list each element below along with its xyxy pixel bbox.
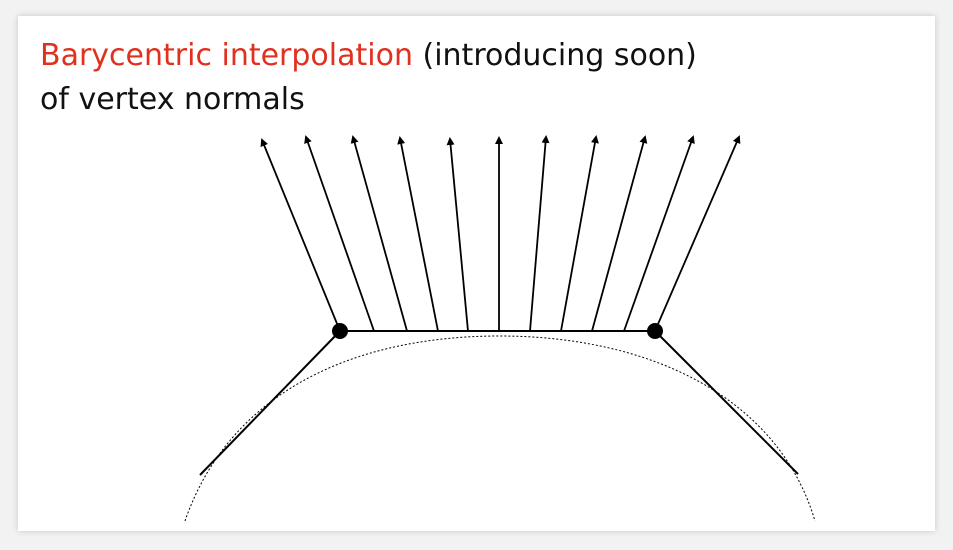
normal-arrow xyxy=(654,135,741,332)
normal-arrow xyxy=(591,135,648,332)
normals-diagram xyxy=(184,135,816,522)
normal-arrow xyxy=(446,137,469,332)
normal-arrow xyxy=(304,135,375,332)
vertex-left xyxy=(332,323,348,339)
right-edge xyxy=(654,330,799,475)
slide: Barycentric interpolation (introducing s… xyxy=(18,16,935,531)
title-rest: (introducing soon) xyxy=(412,38,697,73)
title-second-line: of vertex normals xyxy=(40,82,305,117)
slide-title: Barycentric interpolation (introducing s… xyxy=(40,34,697,122)
normal-arrow xyxy=(260,138,341,332)
vertex-right xyxy=(647,323,663,339)
normal-arrow xyxy=(560,135,599,332)
normal-arrow xyxy=(529,135,550,332)
normal-arrow xyxy=(397,136,439,332)
underlying-curve xyxy=(184,335,816,522)
left-edge xyxy=(199,330,341,476)
title-highlight: Barycentric interpolation xyxy=(40,38,413,73)
normal-arrow xyxy=(623,135,695,332)
normals-group xyxy=(260,135,741,332)
normal-arrow xyxy=(350,135,408,332)
